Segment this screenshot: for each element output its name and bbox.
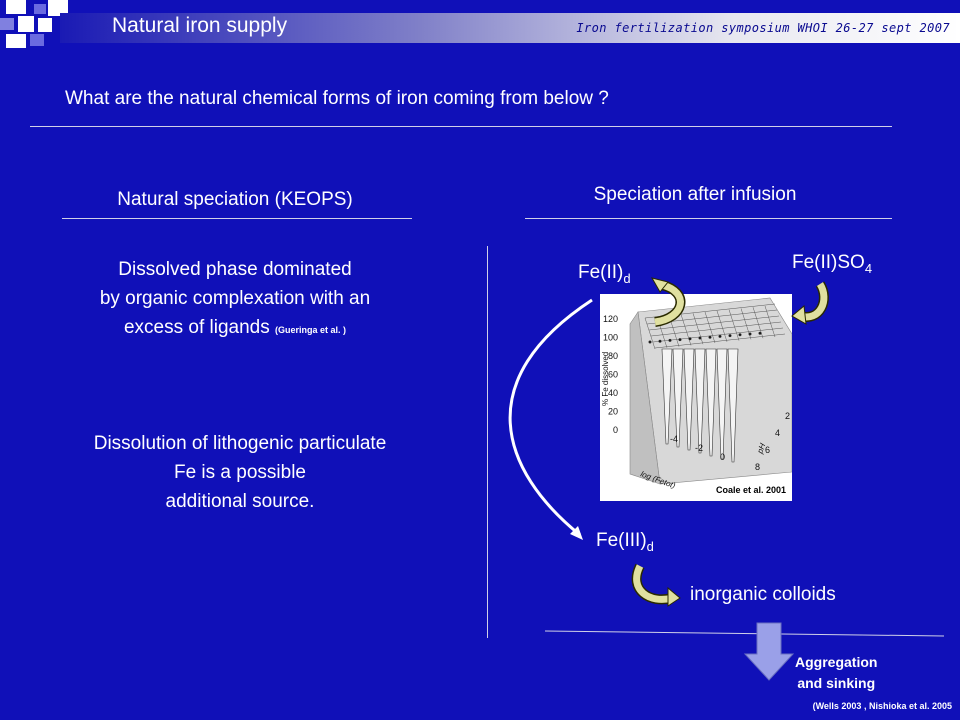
para2-line3: additional source. bbox=[165, 491, 315, 512]
z-tick-label: 60 bbox=[608, 370, 618, 380]
surface-valley bbox=[683, 348, 695, 451]
slide-title: Natural iron supply bbox=[112, 14, 288, 37]
vertical-divider bbox=[487, 246, 488, 638]
surface-grid-line bbox=[644, 317, 656, 350]
divider-top bbox=[30, 126, 892, 127]
colloids-label: inorganic colloids bbox=[690, 584, 836, 605]
z-tick-label: 80 bbox=[608, 351, 618, 361]
surface-valley bbox=[705, 348, 717, 457]
data-point bbox=[708, 335, 712, 339]
fe2so4-arrow-outline bbox=[798, 281, 829, 322]
z-tick-label: 100 bbox=[603, 333, 618, 343]
surface-valley bbox=[716, 348, 728, 460]
surface-valley bbox=[694, 348, 706, 454]
data-point bbox=[658, 339, 662, 343]
data-point bbox=[728, 334, 732, 338]
fe2-dissolved-label: Fe(II)d bbox=[578, 262, 631, 286]
divider-bottom bbox=[544, 630, 945, 637]
question-text: What are the natural chemical forms of i… bbox=[65, 88, 609, 109]
fe2so4-base: Fe(II)SO bbox=[792, 252, 865, 273]
sinking-down-arrow bbox=[743, 622, 795, 681]
z-tick-label: 0 bbox=[613, 425, 618, 435]
fe2so4-sub: 4 bbox=[864, 260, 873, 276]
x-tick-label: -4 bbox=[670, 434, 678, 444]
y-tick-label: 2 bbox=[785, 411, 790, 421]
aggregation-line2: and sinking bbox=[797, 675, 876, 691]
z-tick-label: 20 bbox=[608, 407, 618, 417]
surface-valley bbox=[672, 348, 684, 448]
surface-grid-line bbox=[652, 327, 784, 343]
fe2d-sub: d bbox=[623, 270, 631, 286]
chart-credit: Coale et al. 2001 bbox=[715, 485, 786, 495]
data-point bbox=[738, 333, 742, 337]
data-point bbox=[698, 336, 702, 340]
para2-line2: Fe is a possible bbox=[173, 462, 306, 483]
fe3d-base: Fe(III) bbox=[596, 530, 647, 551]
para1-line3-wrap: excess of ligands (Gueringa et al. ) bbox=[40, 313, 430, 345]
left-heading: Natural speciation (KEOPS) bbox=[117, 189, 353, 210]
reduction-to-oxidation-arrow bbox=[508, 298, 593, 537]
right-heading: Speciation after infusion bbox=[593, 184, 797, 205]
gueringa-citation: (Gueringa et al. ) bbox=[275, 325, 347, 335]
references-text: (Wells 2003 , Nishioka et al. 2005 bbox=[812, 701, 952, 711]
surface-grid-line bbox=[692, 313, 704, 345]
z-axis-label: % Fe dissolved bbox=[601, 352, 610, 406]
para2-line1: Dissolution of lithogenic particulate bbox=[93, 433, 387, 454]
z-tick-label: 120 bbox=[603, 314, 618, 324]
colloid-arrow-head bbox=[667, 586, 681, 607]
data-point bbox=[688, 337, 692, 341]
surface-valley bbox=[661, 348, 673, 445]
left-heading-underline bbox=[62, 218, 412, 219]
y-tick-label: 4 bbox=[775, 428, 780, 438]
surface-plot-svg: 120 100 80 60 40 20 0 % Fe dissolved -4 -2 0 246… bbox=[601, 297, 792, 490]
fe2-sulfate-label: Fe(II)SO4 bbox=[792, 252, 872, 276]
x-tick-label: -2 bbox=[695, 443, 703, 453]
data-point bbox=[718, 334, 722, 338]
data-point bbox=[668, 338, 672, 342]
aggregation-line1: Aggregation bbox=[795, 654, 878, 670]
lithogenic-text: Dissolution of lithogenic particulate Fe… bbox=[40, 429, 440, 516]
surface-grid-line bbox=[648, 315, 780, 331]
para1-line1: Dissolved phase dominated bbox=[118, 259, 352, 280]
organic-complexation-text: Dissolved phase dominated by organic com… bbox=[40, 255, 430, 345]
z-tick-label: 40 bbox=[608, 388, 618, 398]
y-axis-label: pH bbox=[755, 442, 767, 456]
fe2so4-arrow-head bbox=[791, 305, 807, 325]
fe3-dissolved-label: Fe(III)d bbox=[596, 530, 654, 554]
surface-valley bbox=[727, 348, 739, 463]
surface-grid-line bbox=[704, 311, 716, 344]
fe3d-sub: d bbox=[646, 538, 654, 554]
data-point bbox=[758, 331, 762, 335]
fe2d-base: Fe(II) bbox=[578, 262, 624, 283]
para1-line3: excess of ligands bbox=[123, 317, 270, 338]
surface-grid-line bbox=[716, 310, 728, 342]
x-tick-label: 0 bbox=[720, 452, 725, 462]
y-tick-label: 8 bbox=[755, 462, 760, 472]
fe2d-arrow-head bbox=[650, 277, 669, 293]
colloid-arrow-outline bbox=[631, 563, 674, 605]
y-tick-label: 6 bbox=[765, 445, 770, 455]
fe2so4-arrow bbox=[798, 282, 828, 321]
symposium-label: Iron fertilization symposium WHOI 26-27 … bbox=[576, 21, 950, 35]
para1-line2: by organic complexation with an bbox=[99, 288, 371, 309]
surface-grid-line bbox=[650, 321, 782, 337]
logo-squares bbox=[0, 0, 70, 48]
aggregation-label: Aggregation and sinking bbox=[795, 652, 877, 694]
curved-arrow-head bbox=[570, 526, 583, 540]
surface-grid-line bbox=[654, 333, 786, 349]
data-point bbox=[748, 332, 752, 336]
data-point bbox=[678, 338, 682, 342]
right-heading-underline bbox=[525, 218, 892, 219]
data-point bbox=[648, 340, 652, 344]
header-bar bbox=[60, 13, 960, 43]
colloid-arrow bbox=[633, 564, 673, 603]
